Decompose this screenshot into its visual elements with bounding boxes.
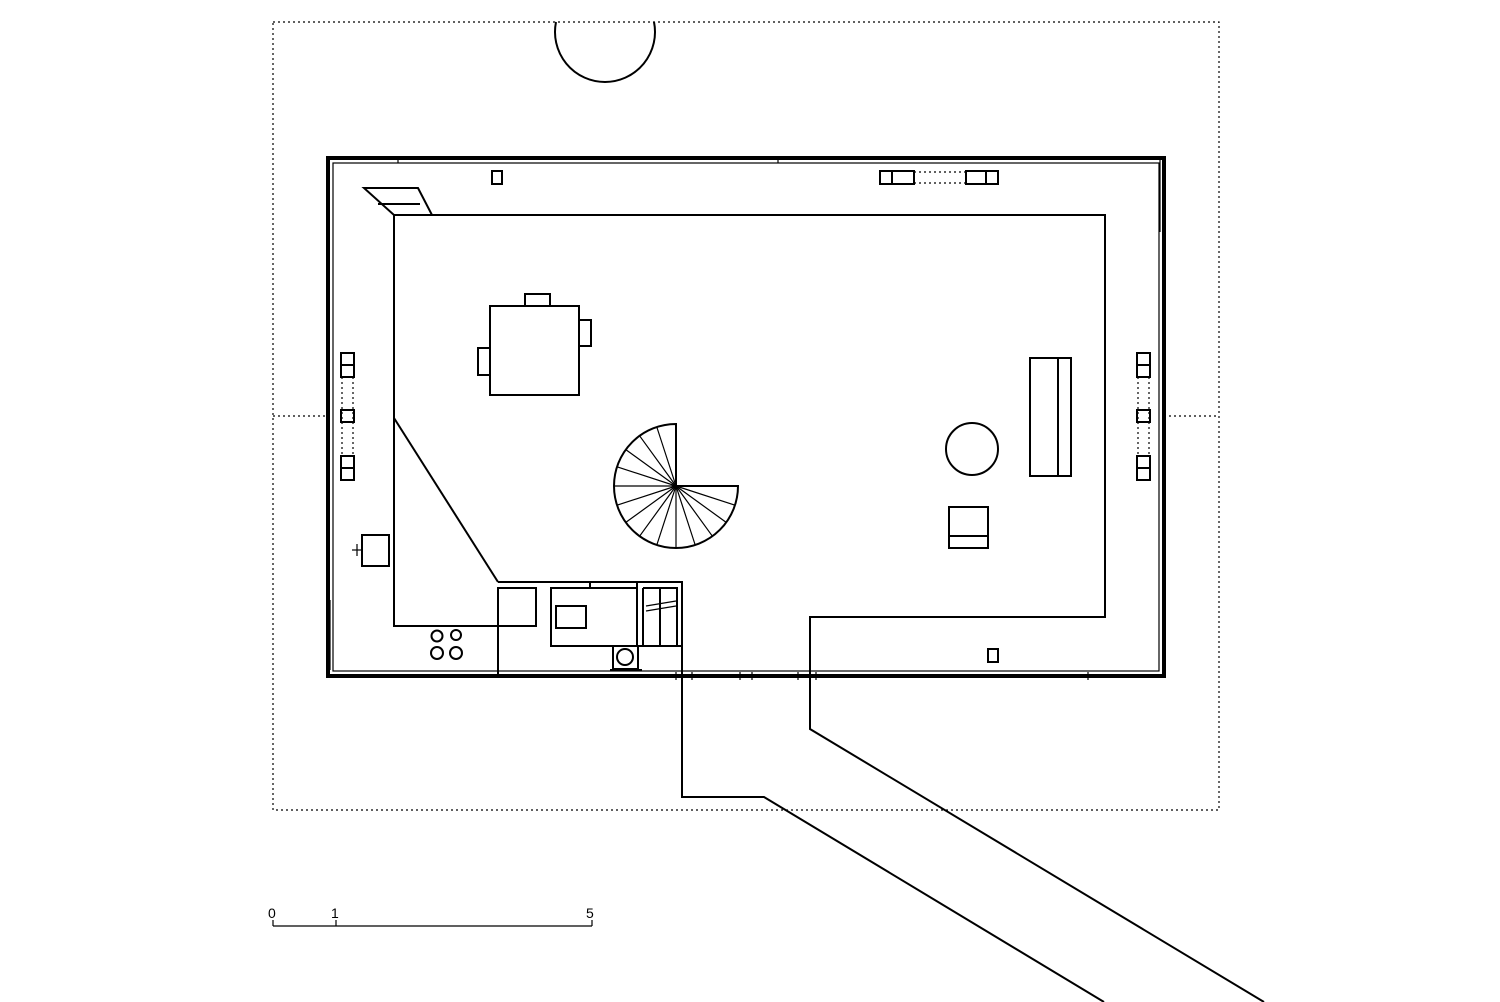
top-window-set [879, 170, 999, 185]
stair-tread [675, 485, 736, 506]
stair-tread [675, 485, 713, 537]
dining-table [477, 293, 592, 396]
stair-tread [656, 426, 677, 487]
stair-tread [656, 485, 677, 546]
stair-tread [639, 435, 677, 487]
stair-tread [639, 485, 677, 537]
scale-label-5: 5 [586, 905, 594, 921]
diagonal-wall [393, 417, 499, 583]
exterior-wall [326, 156, 1166, 678]
scale-bar: 0 1 5 [268, 905, 594, 927]
washbasin [352, 534, 390, 567]
site-boundary [272, 21, 1220, 811]
stair-tread [675, 485, 696, 546]
stair-tread [616, 466, 677, 487]
bottom-wall-openings [675, 672, 1089, 680]
armchair [948, 506, 989, 549]
right-window-set [1136, 352, 1151, 481]
left-window-set [340, 352, 355, 481]
stair-tread [625, 485, 677, 523]
stair-tread [616, 485, 677, 506]
stair-tread [675, 485, 727, 523]
chimney-element [361, 187, 434, 216]
inner-void-left-edge [393, 215, 537, 676]
scale-label-1: 1 [331, 905, 339, 921]
spiral-staircase [613, 422, 740, 549]
tree-circle [554, 21, 656, 83]
post-bottom [987, 648, 999, 663]
round-table [945, 422, 999, 476]
access-path [681, 676, 1265, 1002]
cooktop-burners [430, 629, 463, 660]
stair-tread [625, 449, 677, 487]
scale-label-0: 0 [268, 905, 276, 921]
sofa [1029, 357, 1072, 477]
kitchen-block [550, 581, 683, 676]
post-top [491, 170, 503, 185]
inner-void-outline [394, 214, 1106, 676]
